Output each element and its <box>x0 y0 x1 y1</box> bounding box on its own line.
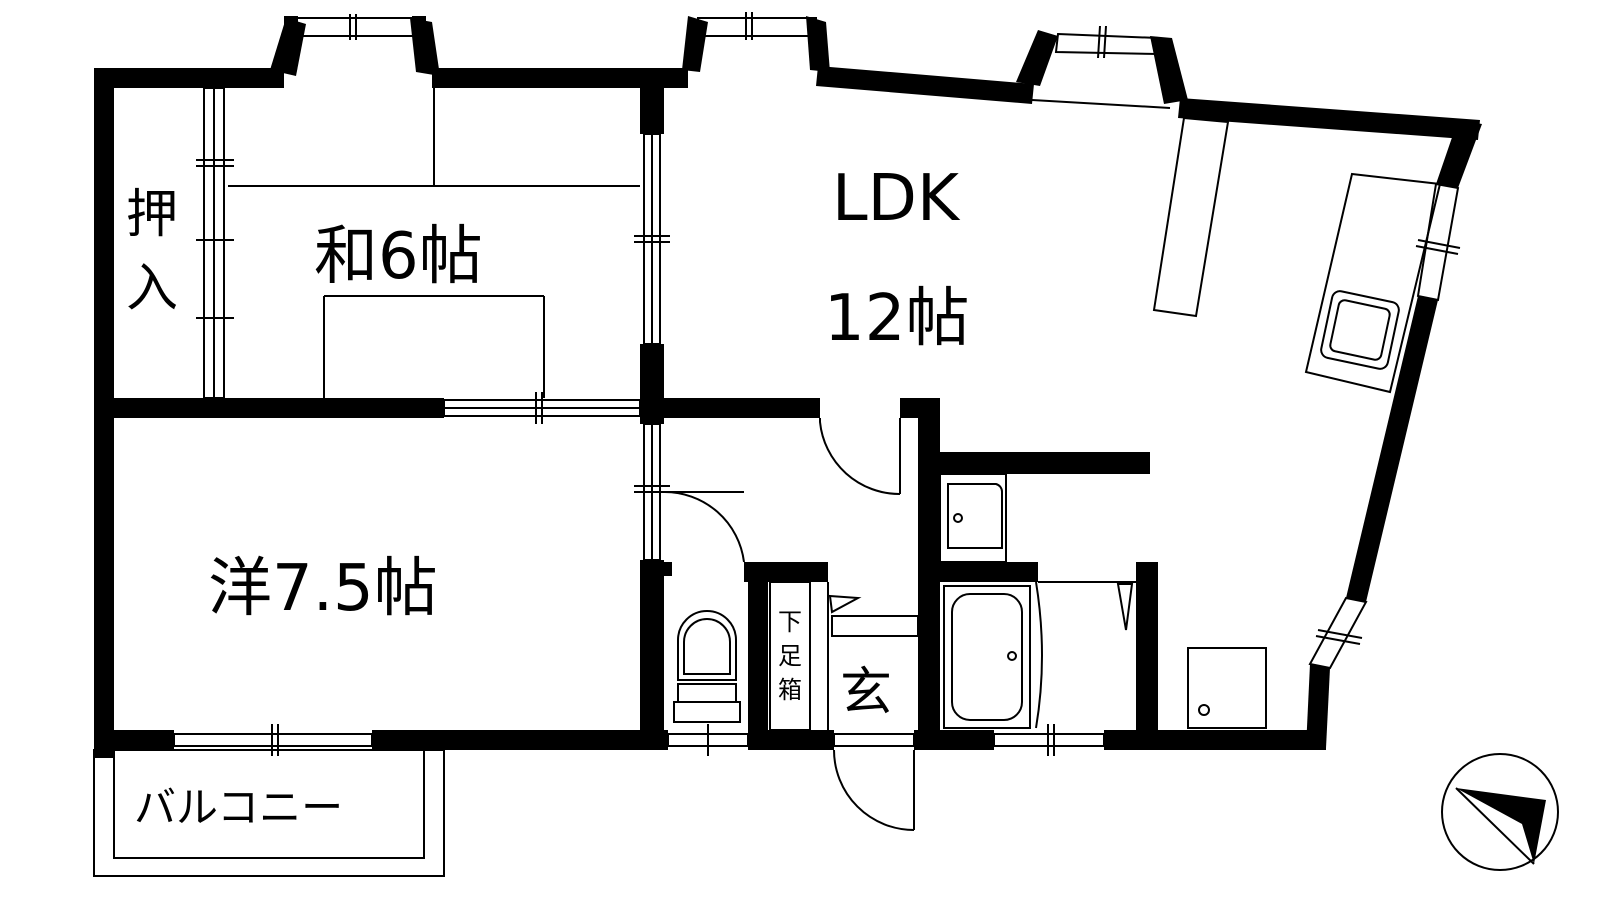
room-label-oshiire-2: 入 <box>126 259 178 319</box>
bay-window-ldk-1 <box>682 12 830 72</box>
room-label-oshiire-1: 押 <box>126 185 178 245</box>
tatami-lines <box>228 88 640 398</box>
exterior-walls <box>94 66 1482 758</box>
interior-walls <box>94 86 1158 750</box>
label-getabako-1: 下 <box>778 608 802 636</box>
washbasin <box>939 473 1007 563</box>
kitchen <box>1152 116 1442 394</box>
windows <box>173 87 1461 756</box>
room-label-ldk-size: 12帖 <box>824 282 969 356</box>
washing-machine-pan <box>1187 647 1267 729</box>
room-label-ldk: LDK <box>832 162 961 236</box>
toilet <box>673 610 741 723</box>
label-getabako-3: 箱 <box>778 676 802 704</box>
bay-window-ldk-2 <box>1016 25 1188 109</box>
label-getabako-2: 足 <box>778 642 802 670</box>
label-balcony: バルコニー <box>134 783 343 832</box>
bathtub <box>943 581 1136 729</box>
doors <box>663 418 915 831</box>
balcony <box>93 749 445 877</box>
getabako <box>769 581 919 731</box>
bay-window-washitsu <box>270 14 440 76</box>
north-arrow-icon <box>1441 753 1559 871</box>
labels: 和6帖 押 入 LDK 12帖 洋7.5帖 玄 下 足 箱 バルコニー <box>126 162 969 832</box>
room-label-youshitsu: 洋7.5帖 <box>208 552 438 626</box>
room-label-washitsu: 和6帖 <box>314 220 483 294</box>
room-label-genkan: 玄 <box>840 663 892 723</box>
